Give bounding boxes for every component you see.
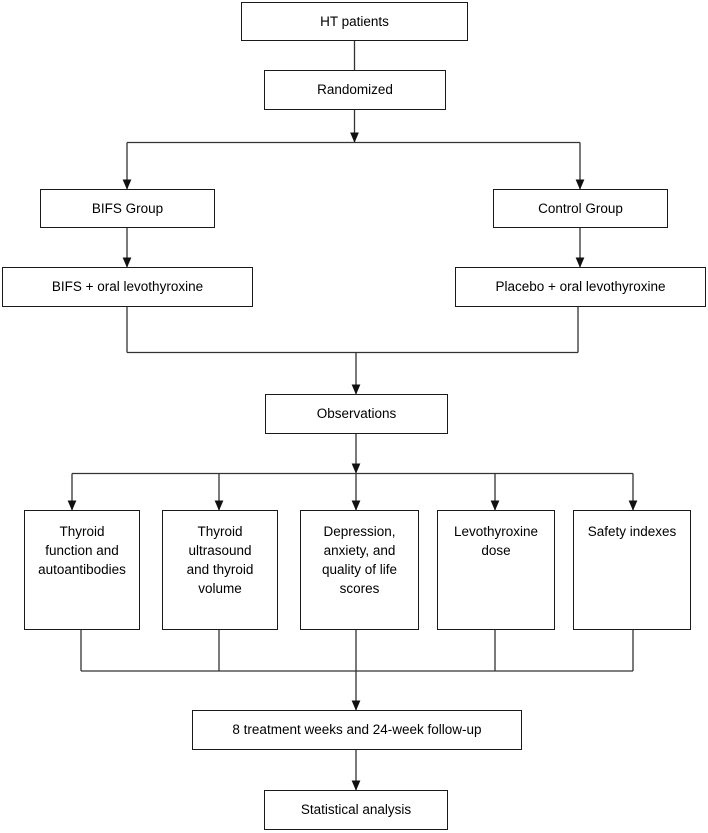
node-outcome-levothyroxine-dose[interactable]: Levothyroxine dose (437, 510, 555, 630)
node-observations[interactable]: Observations (265, 394, 448, 434)
node-statistical-analysis-label: Statistical analysis (300, 802, 412, 818)
node-control-group-label: Control Group (538, 200, 623, 216)
node-outcome-thyroid-ultrasound-label: Thyroid ultrasound and thyroid volume (186, 524, 254, 597)
node-ht-patients[interactable]: HT patients (241, 2, 468, 41)
node-randomized[interactable]: Randomized (264, 70, 446, 110)
node-bifs-treatment[interactable]: BIFS + oral levothyroxine (2, 267, 253, 307)
node-outcome-safety-indexes-label: Safety indexes (587, 524, 677, 539)
node-bifs-group-label: BIFS Group (91, 200, 164, 216)
node-ht-patients-label: HT patients (320, 13, 389, 29)
node-placebo-treatment[interactable]: Placebo + oral levothyroxine (455, 267, 706, 307)
node-outcome-depression-anxiety-label: Depression, anxiety, and quality of life… (321, 524, 398, 597)
node-bifs-treatment-label: BIFS + oral levothyroxine (51, 279, 204, 295)
node-follow-up-label: 8 treatment weeks and 24-week follow-up (232, 722, 482, 738)
node-placebo-treatment-label: Placebo + oral levothyroxine (495, 279, 666, 295)
node-statistical-analysis[interactable]: Statistical analysis (264, 790, 448, 830)
node-outcome-safety-indexes[interactable]: Safety indexes (573, 510, 691, 630)
node-outcome-depression-anxiety[interactable]: Depression, anxiety, and quality of life… (300, 510, 419, 630)
node-follow-up[interactable]: 8 treatment weeks and 24-week follow-up (192, 710, 522, 750)
node-outcome-levothyroxine-dose-label: Levothyroxine dose (453, 524, 539, 559)
node-outcome-thyroid-function-label: Thyroid function and autoantibodies (38, 524, 126, 578)
node-randomized-label: Randomized (317, 82, 393, 98)
node-bifs-group[interactable]: BIFS Group (40, 189, 215, 228)
node-observations-label: Observations (316, 406, 397, 422)
node-outcome-thyroid-ultrasound[interactable]: Thyroid ultrasound and thyroid volume (162, 510, 278, 630)
node-outcome-thyroid-function[interactable]: Thyroid function and autoantibodies (24, 510, 140, 630)
node-control-group[interactable]: Control Group (493, 189, 668, 228)
